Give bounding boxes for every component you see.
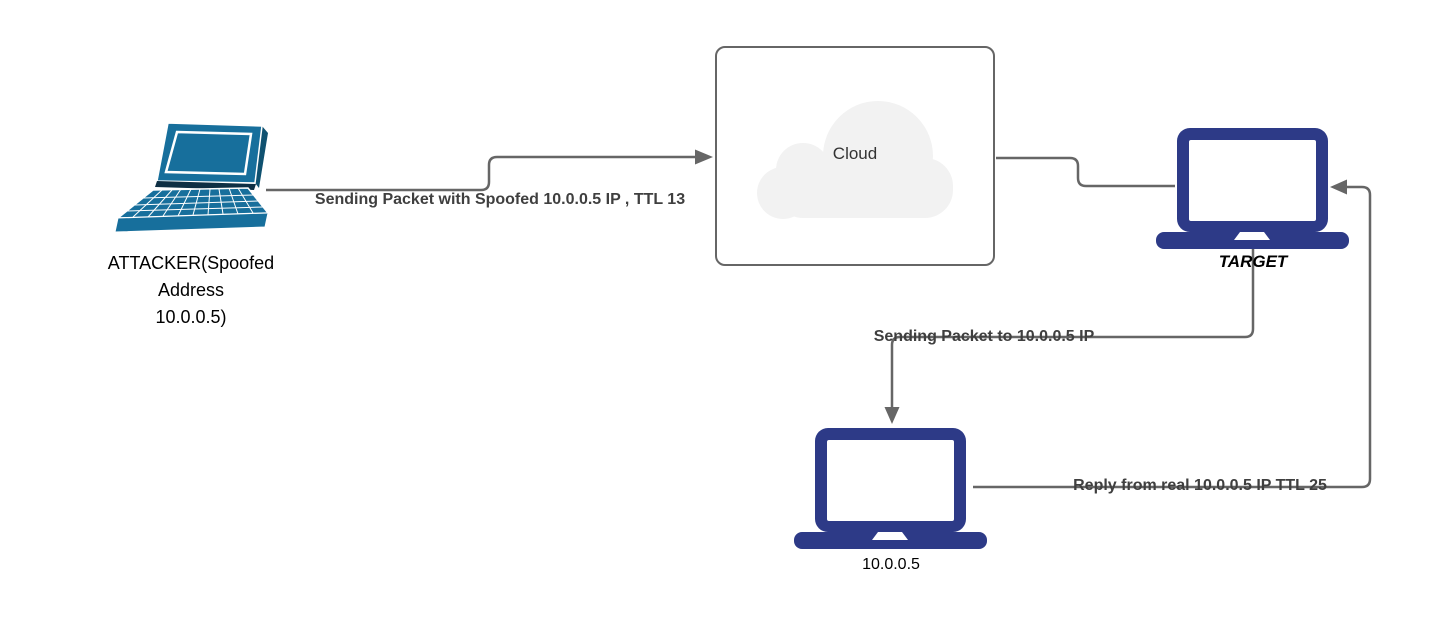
edge-label-spoofed-packet: Sending Packet with Spoofed 10.0.0.5 IP … xyxy=(314,191,686,208)
connector-attacker-to-cloud xyxy=(266,155,696,192)
real-host-label: 10.0.0.5 xyxy=(862,556,920,573)
attacker-label-line1: ATTACKER(Spoofed xyxy=(107,253,275,273)
connector-cloud-to-target xyxy=(996,156,1175,188)
cloud-box xyxy=(715,46,995,266)
attacker-laptop-icon xyxy=(114,122,270,233)
target-laptop-icon xyxy=(1156,128,1349,249)
cloud-icon xyxy=(757,101,953,219)
edge-label-reply: Reply from real 10.0.0.5 IP TTL 25 xyxy=(1073,477,1327,494)
attacker-node xyxy=(112,122,270,235)
attacker-label-line3: 10.0.0.5) xyxy=(155,307,227,327)
arrowhead-into-target xyxy=(1330,179,1347,195)
real-host-laptop-icon xyxy=(794,428,987,549)
arrowhead-into-cloud xyxy=(695,149,713,165)
attacker-label-line2: Address xyxy=(157,280,225,300)
connector-host-to-target xyxy=(973,185,1372,489)
connector-target-to-host xyxy=(890,248,1255,407)
edge-label-sending-packet: Sending Packet to 10.0.0.5 IP xyxy=(873,328,1095,345)
target-node xyxy=(1156,126,1349,250)
real-host-node xyxy=(793,426,988,550)
cloud-label: Cloud xyxy=(832,144,878,163)
attacker-label: ATTACKER(Spoofed Address 10.0.0.5) xyxy=(108,250,274,331)
target-label: TARGET xyxy=(1218,252,1288,271)
arrowhead-into-host xyxy=(884,407,900,424)
